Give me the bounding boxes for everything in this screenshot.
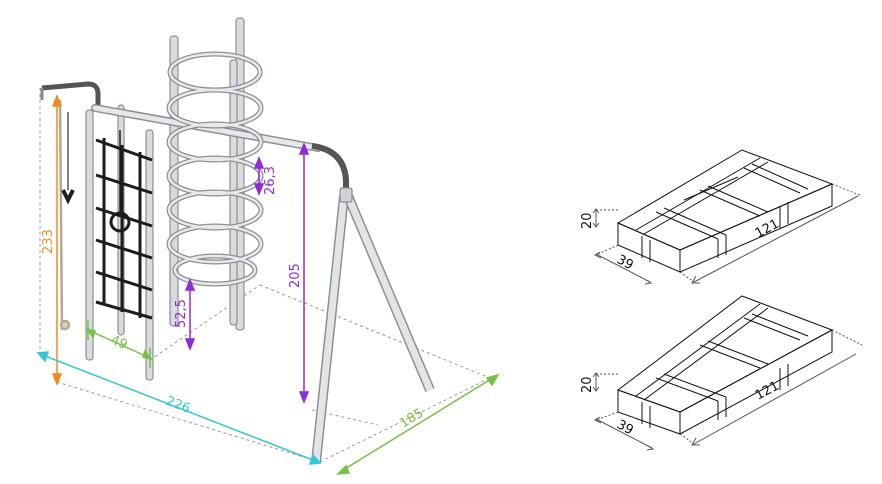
dimension-bottom-clearance xyxy=(184,277,196,352)
label-width-total: 226 xyxy=(164,394,193,417)
package-1-height: 20 xyxy=(580,212,595,229)
label-height-total: 233 xyxy=(41,229,56,254)
label-bottom-clearance: 52,5 xyxy=(174,299,189,328)
package-box-1 xyxy=(616,149,834,273)
label-swing-height: 205 xyxy=(288,263,303,288)
dimension-swing-height xyxy=(298,141,310,405)
climbing-rope xyxy=(58,99,75,331)
package-2-height: 20 xyxy=(580,376,595,393)
dimension-depth-total xyxy=(336,373,500,475)
package-box-1-guides xyxy=(592,183,863,285)
label-ring-spacing: 26,3 xyxy=(263,166,278,195)
package-2-length: 121 xyxy=(753,379,782,404)
dimension-height-total xyxy=(51,93,63,387)
dimension-width-total xyxy=(36,351,322,465)
dimension-ladder-step xyxy=(85,320,153,368)
rope-net xyxy=(95,130,153,320)
dimension-ring-spacing xyxy=(253,155,265,197)
ring-climber xyxy=(166,51,264,287)
package-2-width: 39 xyxy=(614,417,636,438)
package-1-width: 39 xyxy=(614,252,636,273)
label-ladder-step: 49 xyxy=(109,333,130,353)
package-box-2 xyxy=(616,295,834,435)
package-box-2-guides xyxy=(592,329,863,451)
